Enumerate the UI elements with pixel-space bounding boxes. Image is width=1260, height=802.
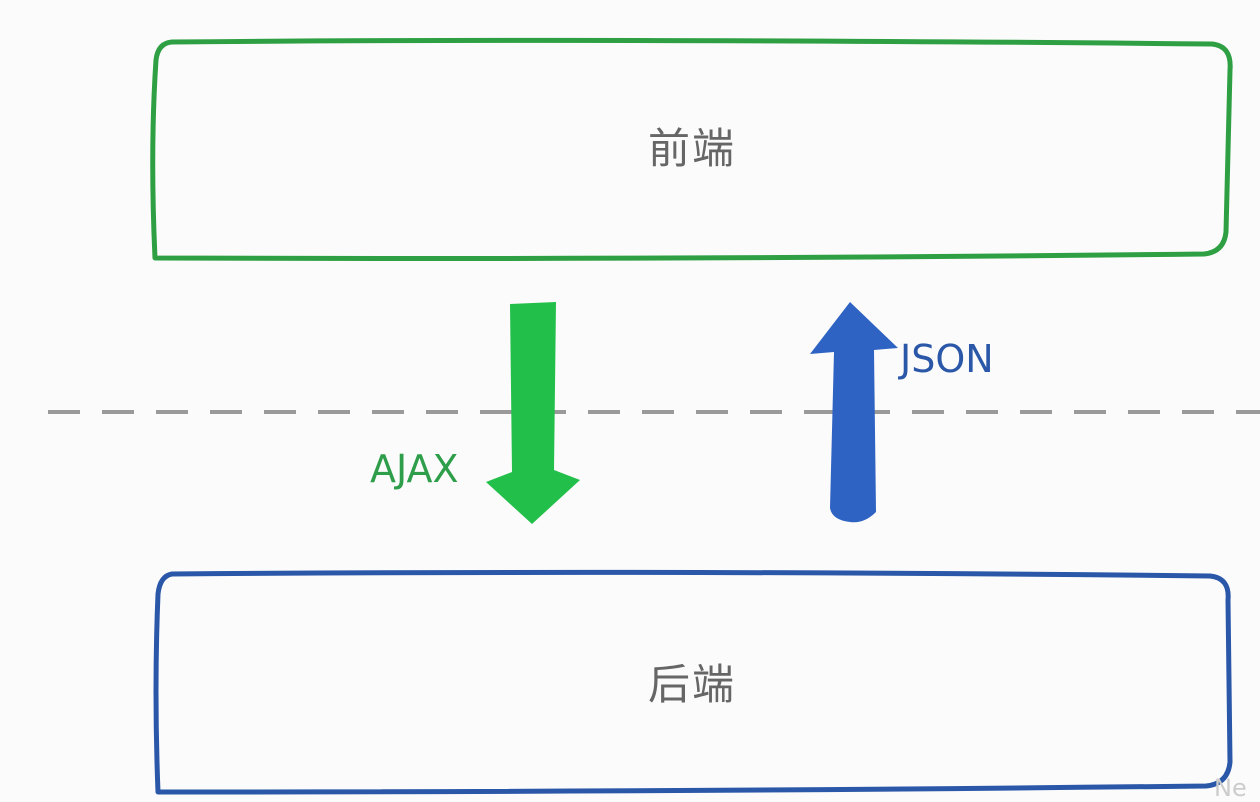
backend-label: 后端	[647, 660, 737, 709]
request-arrow-down	[486, 302, 580, 524]
frontend-label: 前端	[647, 124, 737, 173]
response-arrow-up	[810, 302, 898, 523]
watermark-text: Ne	[1214, 774, 1247, 802]
backend-box	[153, 569, 1233, 795]
response-label: JSON	[900, 337, 994, 381]
request-label: AJAX	[370, 447, 459, 491]
frontend-box	[150, 37, 1233, 261]
